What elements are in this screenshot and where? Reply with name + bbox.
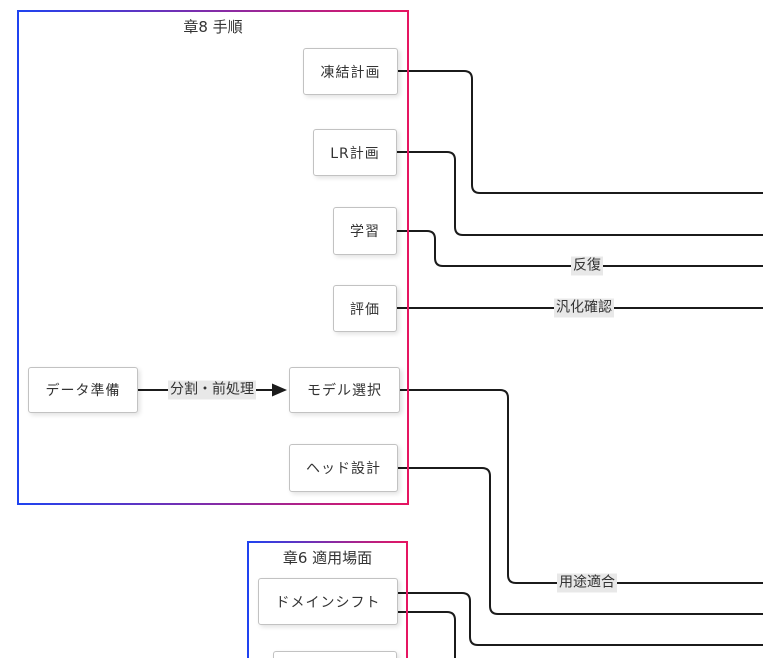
edge-label-iterate: 反復 — [571, 256, 603, 276]
node-training: 学習 — [333, 207, 397, 255]
edge-label-purpose-fit: 用途適合 — [557, 573, 617, 593]
node-domain-shift-label: ドメインシフト — [275, 594, 381, 611]
subgraph-chapter6-title: 章6 適用場面 — [282, 549, 373, 567]
node-head-design-label: ヘッド設計 — [306, 461, 381, 477]
edge-domain-shift-out-1 — [398, 592, 763, 646]
subgraph-chapter8-title: 章8 手順 — [183, 18, 243, 36]
node-partial-bottom — [273, 651, 397, 658]
node-model-select-label: モデル選択 — [307, 383, 382, 399]
node-head-design: ヘッド設計 — [289, 444, 398, 492]
edge-label-generalization-check: 汎化確認 — [554, 298, 614, 318]
edge-training-out — [397, 230, 763, 267]
node-data-prep: データ準備 — [28, 367, 138, 413]
node-evaluation: 評価 — [333, 285, 397, 332]
node-data-prep-label: データ準備 — [45, 383, 121, 399]
node-freeze-plan-label: 凍結計画 — [320, 64, 381, 81]
edge-head-design-out — [398, 467, 763, 615]
node-lr-plan: LR計画 — [313, 129, 397, 176]
node-lr-plan-label: LR計画 — [330, 145, 380, 162]
edge-label-split-preprocess: 分割・前処理 — [168, 380, 256, 400]
edge-domain-shift-out-2 — [398, 611, 456, 658]
edge-lr-plan-out — [397, 151, 763, 236]
node-freeze-plan: 凍結計画 — [303, 48, 398, 95]
node-evaluation-label: 評価 — [350, 301, 380, 318]
node-training-label: 学習 — [350, 224, 380, 240]
node-model-select: モデル選択 — [289, 367, 400, 413]
edge-freeze-plan-out — [398, 70, 763, 194]
node-domain-shift: ドメインシフト — [258, 578, 398, 625]
edge-model-select-out — [400, 389, 763, 584]
